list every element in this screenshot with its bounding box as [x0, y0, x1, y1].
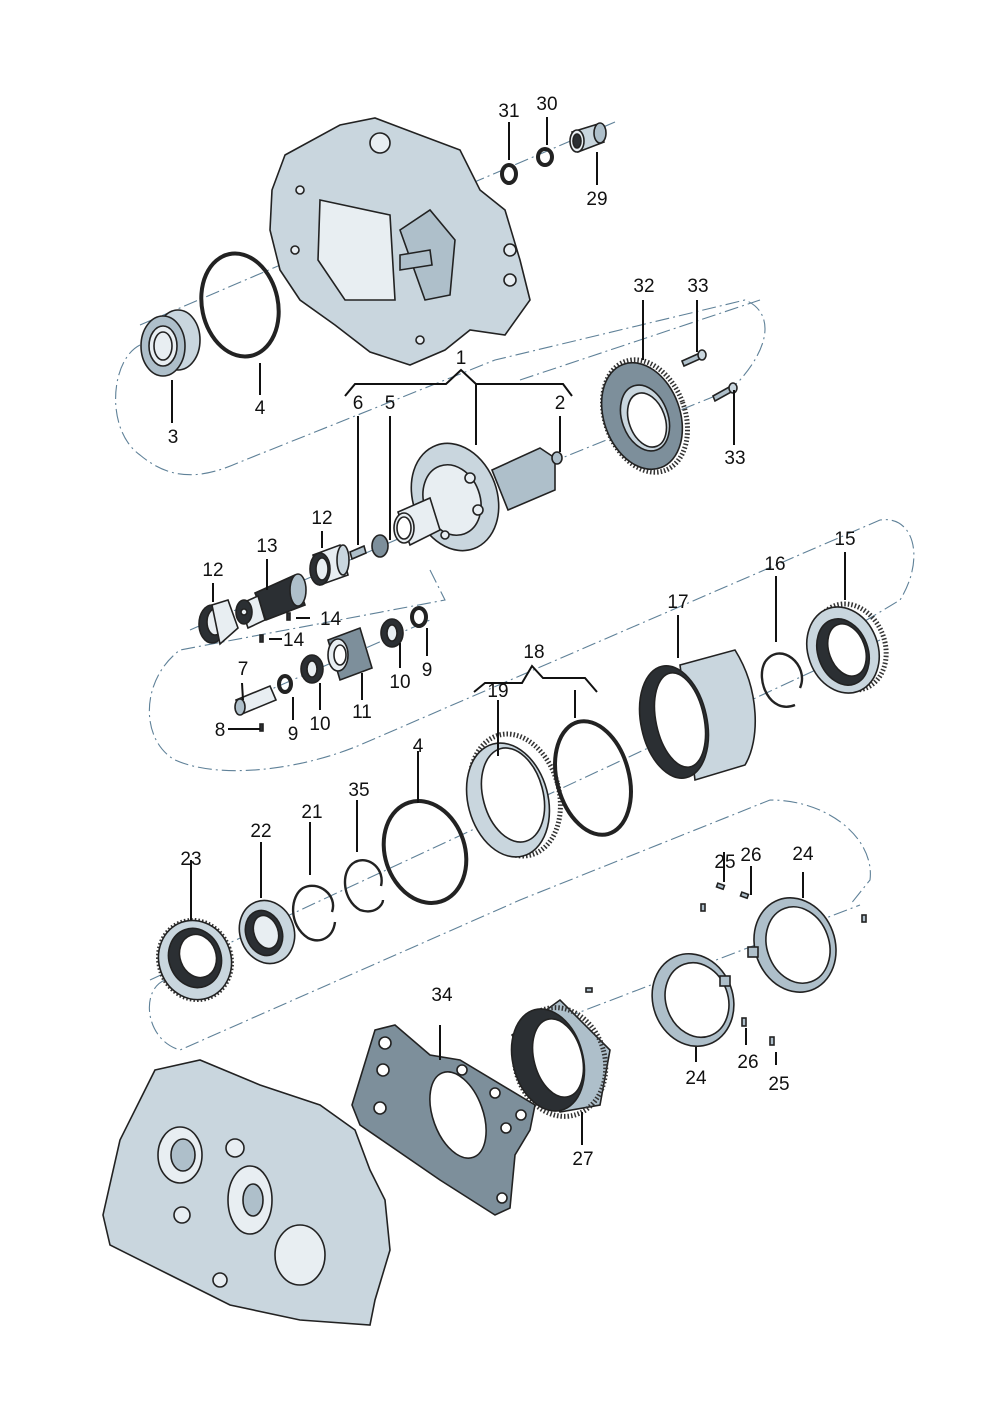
pin-8 — [259, 723, 264, 732]
callout-10-right: 10 — [389, 672, 410, 693]
callout-26-lower: 26 — [737, 1052, 758, 1073]
thrust-washer-9-right — [410, 606, 428, 628]
axis-second — [519, 299, 761, 381]
callout-7: 7 — [238, 659, 249, 680]
callout-15: 15 — [834, 529, 855, 550]
seal-ring-30 — [536, 147, 554, 167]
callout-1: 1 — [456, 348, 467, 369]
pin-14-lower — [259, 634, 264, 643]
ball-bearing-3 — [140, 309, 201, 377]
bearing-12-right — [309, 543, 350, 587]
callout-9-left: 9 — [288, 724, 299, 745]
callout-14-upper: 14 — [320, 609, 342, 630]
callout-11: 11 — [352, 702, 372, 723]
callout-33-upper: 33 — [687, 276, 708, 297]
thrust-washer-9-left — [277, 674, 293, 694]
circlip-16 — [760, 652, 804, 708]
axis-mid-loop — [148, 519, 915, 772]
callout-22: 22 — [250, 821, 271, 842]
callout-25-lower: 25 — [768, 1074, 789, 1095]
callout-27: 27 — [572, 1149, 593, 1170]
bushing-29 — [569, 122, 607, 154]
axis-lower — [519, 904, 861, 1036]
callout-4-upper: 4 — [255, 398, 266, 419]
callout-18: 18 — [523, 642, 544, 663]
pin-14-upper — [286, 612, 291, 621]
synchro-ring-19 — [465, 731, 563, 859]
synchro-ring-24-right — [747, 897, 837, 993]
bearing-15 — [806, 601, 889, 694]
differential-assembly-1 — [393, 442, 556, 552]
bearing-23 — [156, 917, 234, 1003]
callout-10-left: 10 — [309, 714, 330, 735]
callout-34: 34 — [431, 985, 453, 1006]
needle-bearing-10-right — [380, 618, 404, 648]
callout-19: 19 — [487, 681, 508, 702]
callout-2: 2 — [555, 393, 566, 414]
callout-9-right: 9 — [422, 660, 433, 681]
shaft-7 — [234, 684, 278, 716]
thrust-washer-5 — [371, 534, 389, 558]
spring-small-c — [585, 987, 593, 993]
callout-30: 30 — [536, 94, 557, 115]
callout-35: 35 — [348, 780, 369, 801]
transmission-housing-lower — [102, 1059, 391, 1326]
callout-23: 23 — [180, 849, 201, 870]
callout-25-upper: 25 — [714, 852, 735, 873]
callout-8: 8 — [215, 720, 226, 741]
callout-12-left: 12 — [202, 560, 223, 581]
callout-16: 16 — [764, 554, 785, 575]
o-ring-4-upper — [199, 251, 281, 359]
callout-14-lower: 14 — [283, 630, 305, 651]
pin-6 — [349, 544, 367, 561]
detent-26-upper — [739, 891, 750, 900]
bolt-33-upper — [680, 349, 707, 368]
spring-25-upper — [715, 882, 726, 891]
callout-3: 3 — [168, 427, 179, 448]
callout-5: 5 — [385, 393, 396, 414]
circlip-21 — [291, 884, 337, 942]
plate-34 — [351, 1024, 536, 1216]
callout-24-right: 24 — [792, 844, 814, 865]
circlip-35 — [343, 859, 385, 913]
callout-31: 31 — [498, 101, 519, 122]
ring-gear-32 — [599, 357, 691, 475]
spring-small-a — [700, 903, 706, 912]
leader-lines — [171, 117, 846, 1145]
friction-ring-18 — [553, 719, 633, 837]
callout-26-upper: 26 — [740, 845, 761, 866]
callout-24-left: 24 — [685, 1068, 707, 1089]
callout-6: 6 — [353, 393, 364, 414]
callout-29: 29 — [586, 189, 607, 210]
gear-shaft-13 — [235, 573, 307, 630]
o-ring-4-lower — [381, 799, 469, 905]
callout-4-lower: 4 — [413, 736, 424, 757]
plug-2 — [551, 451, 563, 465]
axis-upper-loop — [115, 299, 766, 476]
sleeve-27 — [510, 998, 611, 1119]
spring-25-lower — [769, 1036, 775, 1046]
o-ring-31 — [500, 163, 518, 185]
detent-26-lower — [741, 1017, 747, 1027]
ring-gear-17 — [638, 649, 757, 782]
spring-small-b — [861, 914, 867, 923]
callout-labels: 31 30 29 32 33 33 3 4 1 6 5 2 12 12 13 1… — [168, 94, 856, 1170]
callout-21: 21 — [301, 802, 322, 823]
callout-12-right: 12 — [311, 508, 332, 529]
callout-33-lower: 33 — [724, 448, 745, 469]
planet-gear-11 — [327, 626, 373, 682]
synchro-ring-24-left — [651, 952, 735, 1048]
needle-bearing-10-left — [300, 654, 324, 684]
callout-32: 32 — [633, 276, 654, 297]
bearing-12-left — [198, 599, 239, 646]
callout-13: 13 — [256, 536, 277, 557]
transmission-housing-upper — [269, 117, 531, 366]
axis-lower-loop — [148, 799, 871, 1051]
callout-17: 17 — [667, 592, 688, 613]
bearing-22 — [238, 899, 296, 965]
